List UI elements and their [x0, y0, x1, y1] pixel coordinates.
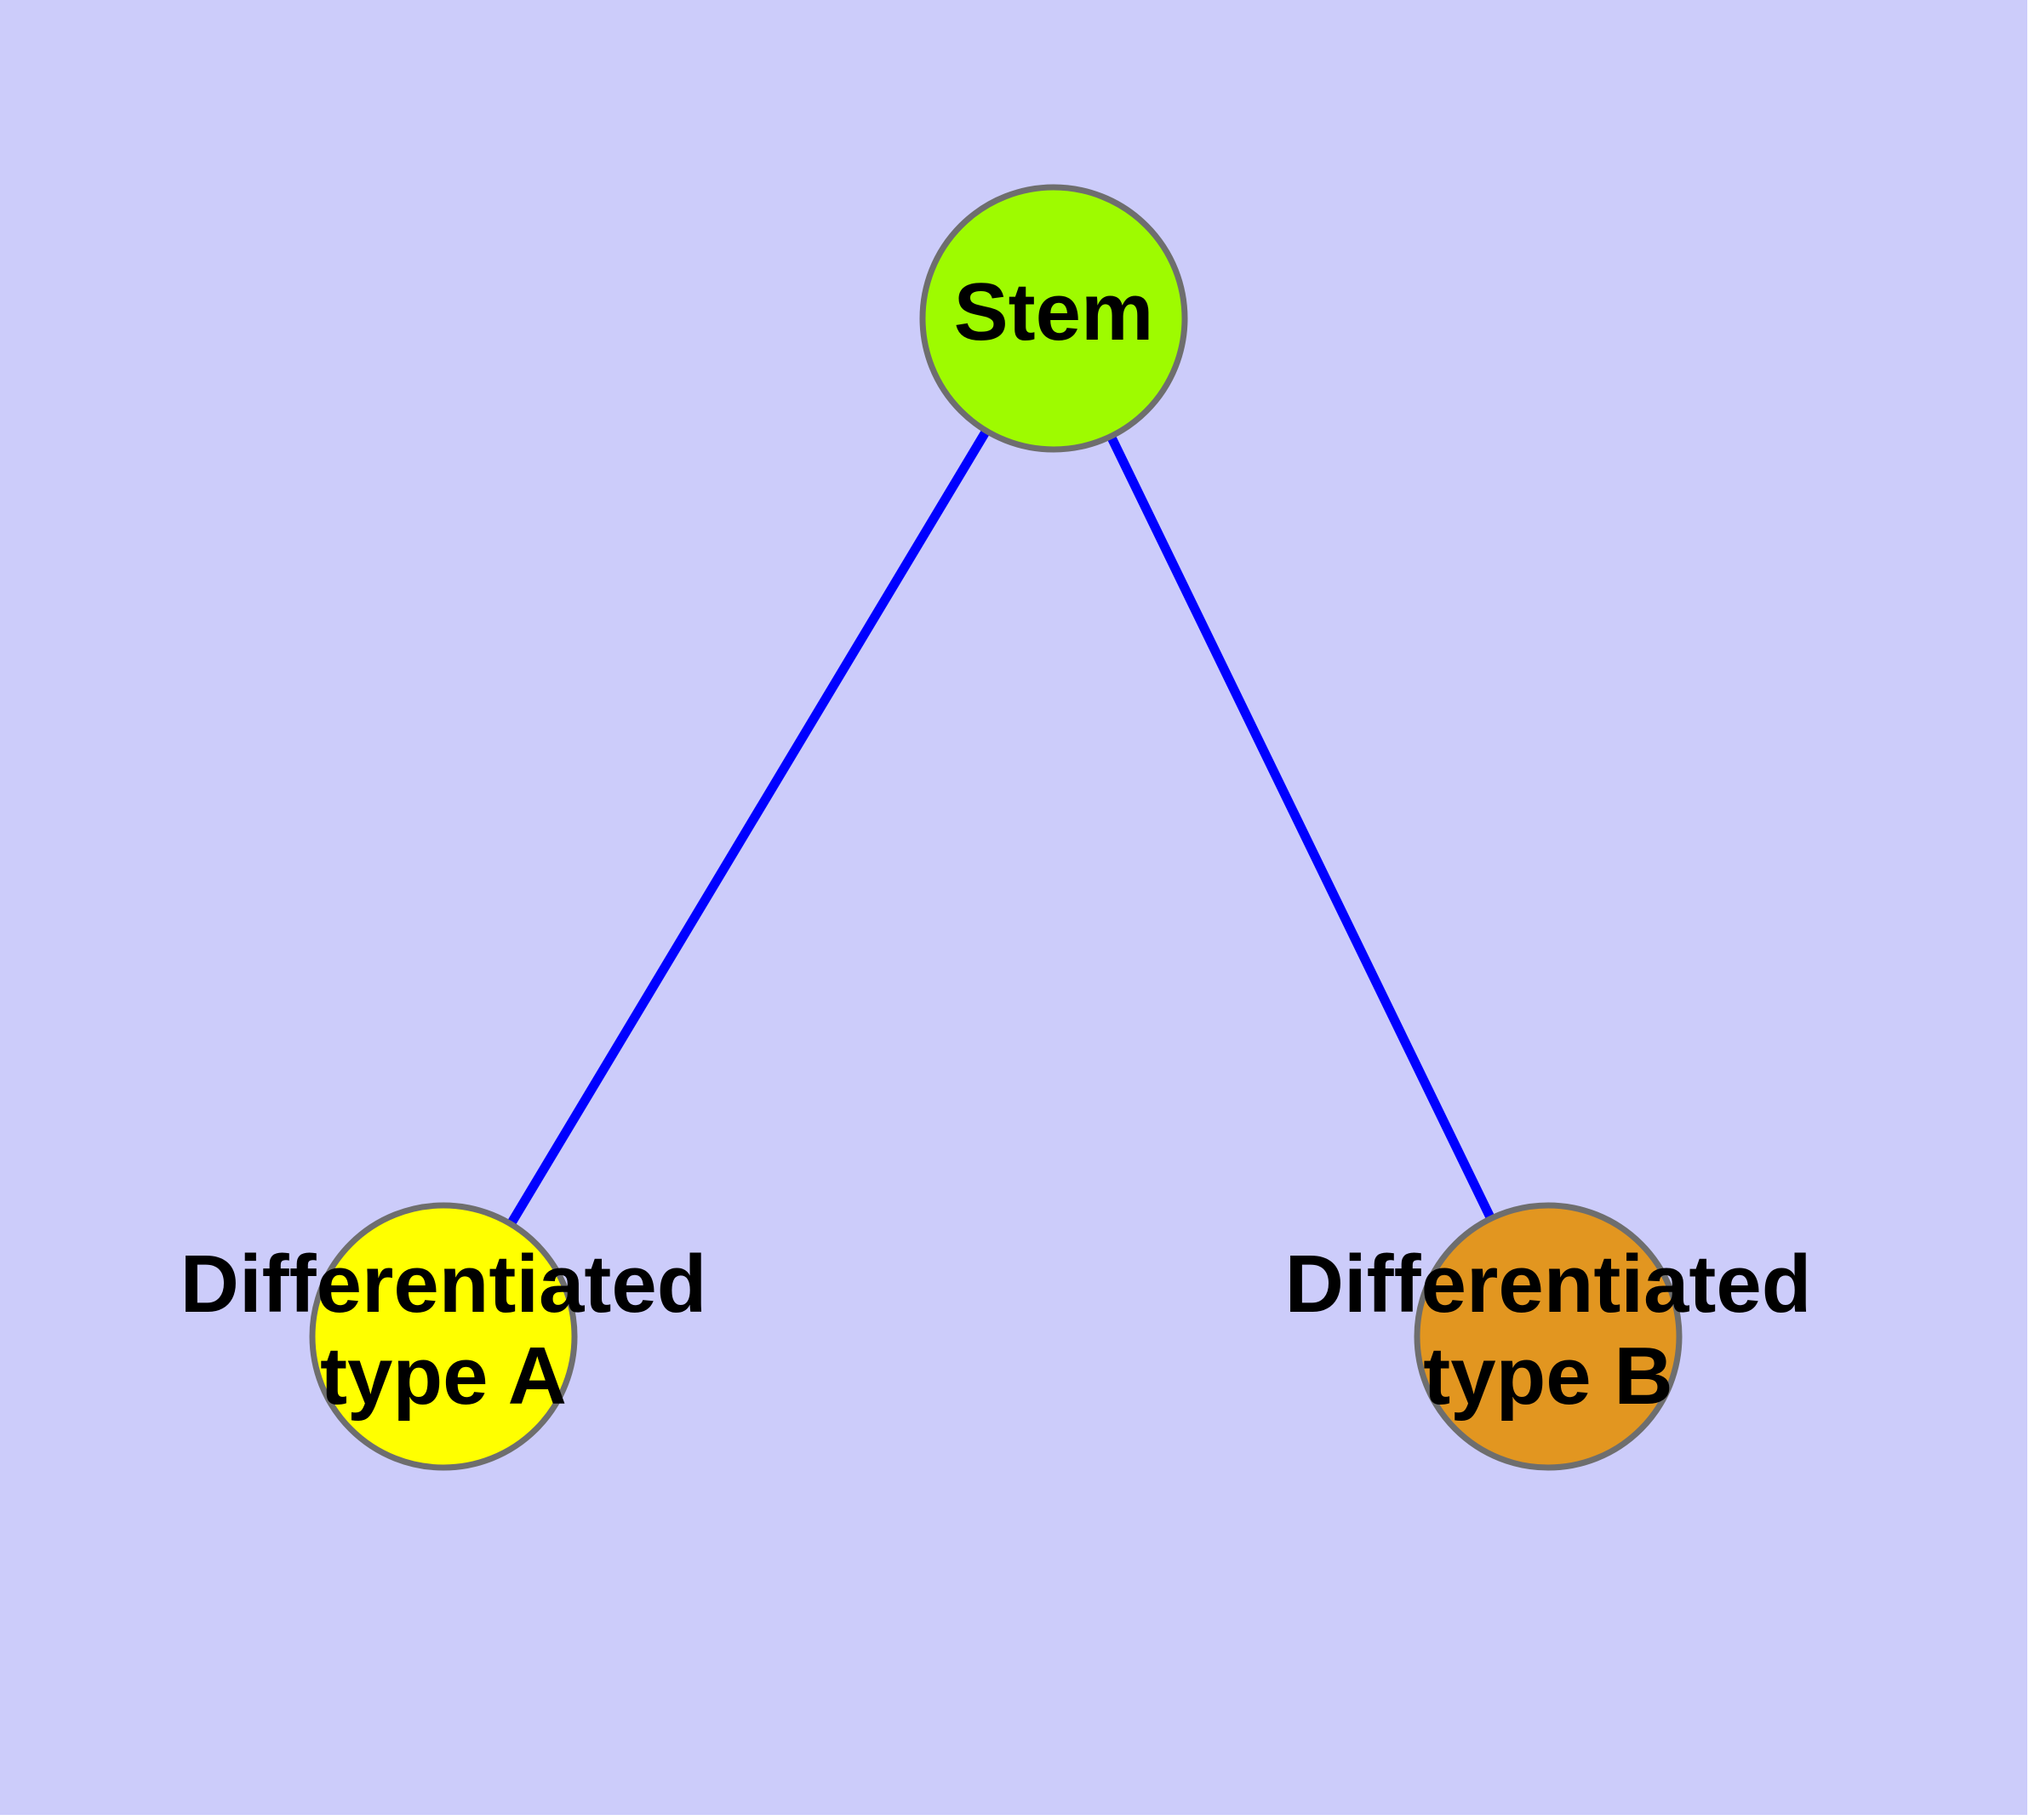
graph-node-stem[interactable] — [919, 184, 1188, 453]
label-line: Differentiated — [1285, 1239, 1812, 1331]
label-line: Differentiated — [180, 1239, 707, 1331]
edge-layer — [505, 425, 1497, 1230]
label-line: type A — [320, 1331, 567, 1422]
node-layer — [309, 184, 1683, 1471]
graph-node-diff-a[interactable] — [309, 1202, 578, 1471]
graph-edge[interactable] — [1105, 431, 1497, 1224]
graph-node-diff-b[interactable] — [1414, 1202, 1683, 1471]
label-line: Stem — [954, 266, 1154, 358]
graph-node-label-stem: Stem — [954, 266, 1154, 358]
label-line: type B — [1423, 1331, 1672, 1422]
graph-edge[interactable] — [505, 425, 992, 1230]
